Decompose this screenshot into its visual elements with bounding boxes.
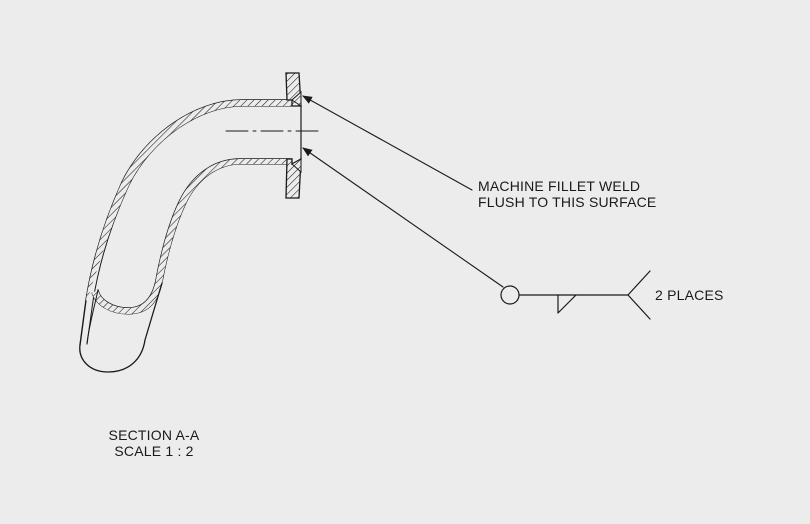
- weld-tail: [627, 270, 651, 320]
- note-leader: [302, 95, 473, 191]
- tube-inner-wall-hatch: [92, 159, 292, 314]
- tube-outer-wall-inner-edge: [86, 105, 293, 345]
- section-title: SECTION A-A: [109, 427, 200, 443]
- weld-arrow-line: [302, 147, 504, 288]
- flange: [285, 72, 302, 199]
- all-around-circle: [500, 285, 520, 305]
- weld-note-line-1: MACHINE FILLET WELD: [478, 178, 640, 194]
- tube-cut-end: [79, 282, 163, 373]
- weld-tail-note: 2 PLACES: [655, 287, 724, 303]
- weld-symbol: [302, 147, 651, 320]
- bent-tube: [79, 99, 321, 373]
- note-leader-line: [302, 95, 473, 191]
- section-scale: SCALE 1 : 2: [114, 443, 193, 459]
- fillet-weld-bottom: [291, 158, 302, 174]
- weld-note-line-2: FLUSH TO THIS SURFACE: [478, 194, 656, 210]
- tube-cut-end-back: [86, 289, 99, 345]
- fillet-weld-symbol: [557, 294, 577, 314]
- tube-outer-wall-hatch: [86, 100, 292, 301]
- fillet-weld-top: [291, 90, 302, 107]
